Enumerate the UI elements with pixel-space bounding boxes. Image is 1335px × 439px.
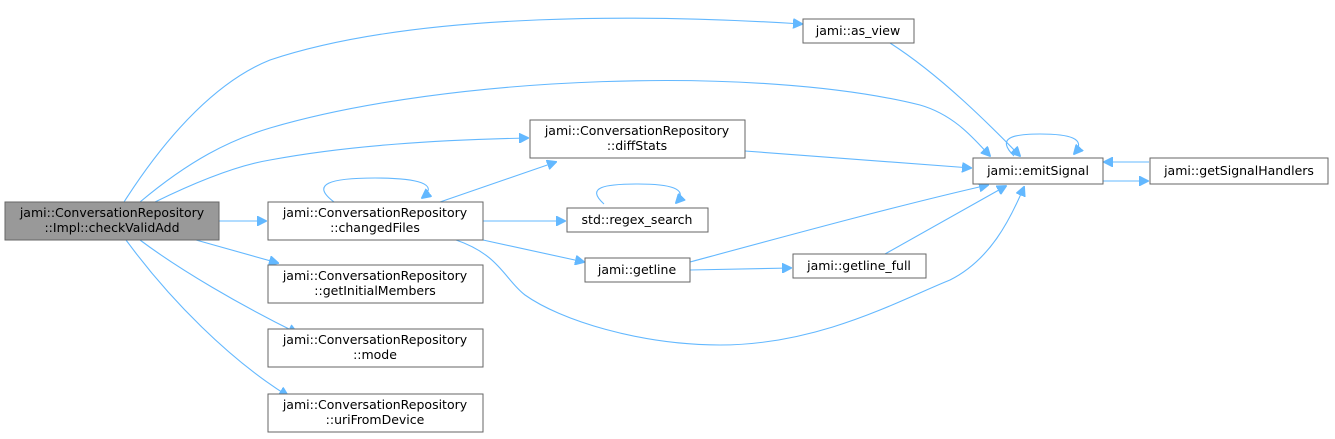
node-label-line: jami::ConversationRepository <box>19 205 205 220</box>
edge-check-valid-add-to-mode <box>139 239 297 333</box>
node-label-line: jami::emitSignal <box>986 163 1089 178</box>
edge-changed-files-to-diff-stats <box>439 162 556 203</box>
node-get-initial-members[interactable]: jami::ConversationRepository ::getInitia… <box>267 264 484 304</box>
node-label-line: ::Impl::checkValidAdd <box>44 220 179 235</box>
node-label-line: jami::getline <box>597 262 677 277</box>
node-label-line: std::regex_search <box>582 212 693 227</box>
node-as-view[interactable]: jami::as_view <box>802 18 915 44</box>
node-regex-search[interactable]: std::regex_search <box>566 207 709 233</box>
edge-getline-to-getline-full <box>689 268 791 270</box>
node-label-line: jami::ConversationRepository <box>282 268 468 283</box>
edge-as-view-to-emit-signal <box>889 42 1020 156</box>
node-mode[interactable]: jami::ConversationRepository ::mode <box>267 328 484 368</box>
node-label-line: jami::getline_full <box>806 258 911 273</box>
node-label-line: ::changedFiles <box>330 220 420 235</box>
node-diff-stats[interactable]: jami::ConversationRepository ::diffStats <box>529 119 746 159</box>
node-get-signal-handlers[interactable]: jami::getSignalHandlers <box>1149 157 1329 185</box>
edge-changed-files-to-emit-signal <box>455 187 1024 346</box>
edge-check-valid-add-to-as-view <box>123 17 802 203</box>
edge-check-valid-add-to-uri-from-device <box>125 239 288 396</box>
node-label-line: ::uriFromDevice <box>326 412 425 427</box>
edge-getline-full-to-emit-signal <box>884 186 1006 255</box>
node-label-line: jami::getSignalHandlers <box>1163 163 1314 178</box>
node-label-line: jami::ConversationRepository <box>282 205 468 220</box>
node-check-valid-add[interactable]: jami::ConversationRepository ::Impl::che… <box>4 201 220 241</box>
edge-emit-signal-self <box>1005 133 1078 157</box>
node-label-line: ::getInitialMembers <box>314 283 435 298</box>
node-label-line: ::diffStats <box>607 138 667 153</box>
edge-changed-files-to-getline <box>482 239 584 262</box>
node-emit-signal[interactable]: jami::emitSignal <box>972 157 1104 185</box>
nodes-layer: jami::ConversationRepository ::Impl::che… <box>4 18 1329 433</box>
edge-check-valid-add-to-get-initial-members <box>195 239 278 263</box>
edge-regex-search-self <box>596 183 681 204</box>
node-label-line: jami::ConversationRepository <box>282 397 468 412</box>
edge-changed-files-self <box>323 177 429 203</box>
edge-diff-stats-to-emit-signal <box>744 150 971 168</box>
node-uri-from-device[interactable]: jami::ConversationRepository ::uriFromDe… <box>267 393 484 433</box>
node-label-line: jami::ConversationRepository <box>282 332 468 347</box>
node-label-line: jami::as_view <box>815 23 900 38</box>
node-changed-files[interactable]: jami::ConversationRepository ::changedFi… <box>267 201 484 241</box>
edge-check-valid-add-to-emit-signal <box>139 79 990 203</box>
node-label-line: jami::ConversationRepository <box>544 123 730 138</box>
edge-getline-to-emit-signal <box>689 185 988 263</box>
edge-check-valid-add-to-diff-stats <box>154 138 528 203</box>
node-getline[interactable]: jami::getline <box>584 257 691 283</box>
node-getline-full[interactable]: jami::getline_full <box>792 253 927 279</box>
edges-layer <box>123 17 1149 396</box>
node-label-line: ::mode <box>353 347 397 362</box>
